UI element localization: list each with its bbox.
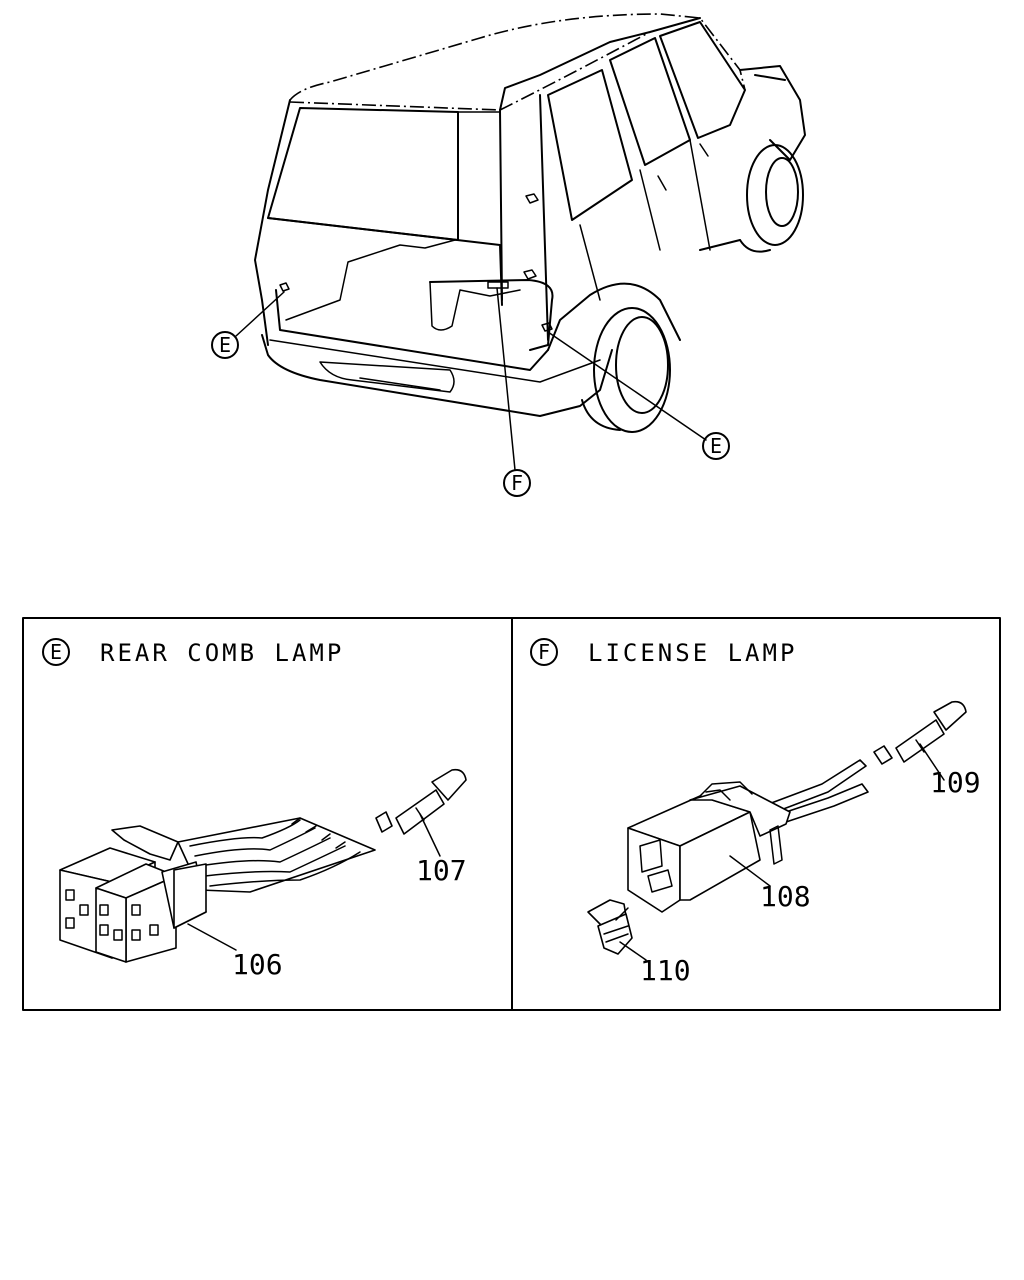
- side-rear-window: [547, 69, 633, 221]
- rear-wheel: [593, 307, 671, 433]
- front-wheel: [746, 144, 804, 246]
- part-label-107: 107: [416, 854, 467, 887]
- leader-109: [919, 743, 945, 781]
- leader-110: [619, 941, 647, 961]
- part-label-109: 109: [930, 766, 981, 799]
- callout-e-left: E: [211, 331, 239, 359]
- panel-e-letter: E: [50, 640, 62, 664]
- bulb-107-drawing: [375, 768, 467, 835]
- roof-outline: [289, 13, 746, 101]
- rear-bumper: [261, 334, 613, 417]
- connector-106-drawing: [59, 817, 376, 963]
- socket-108-drawing: [627, 759, 869, 913]
- bulb-109-drawing: [873, 700, 967, 765]
- license-recess: [429, 279, 554, 351]
- callout-f-bottom-label: F: [511, 471, 523, 495]
- panel-f-header: F LICENSE LAMP: [530, 638, 797, 667]
- callout-e-right-label: E: [710, 434, 722, 458]
- part-label-106: 106: [232, 948, 283, 981]
- callout-e-right: E: [702, 432, 730, 460]
- rear-window: [267, 107, 459, 241]
- callout-e-left-label: E: [219, 333, 231, 357]
- panel-f-title: LICENSE LAMP: [588, 639, 797, 667]
- part-label-108: 108: [760, 880, 811, 913]
- part-label-110: 110: [640, 954, 691, 987]
- panel-e-title: REAR COMB LAMP: [100, 639, 344, 667]
- callout-f-bottom: F: [503, 469, 531, 497]
- leader-106: [187, 923, 237, 951]
- panel-e-header: E REAR COMB LAMP: [42, 638, 344, 667]
- leader-107: [419, 813, 441, 857]
- vehicle-illustration: [235, 13, 806, 471]
- leader-108: [729, 855, 771, 887]
- panel-f-letter: F: [538, 640, 550, 664]
